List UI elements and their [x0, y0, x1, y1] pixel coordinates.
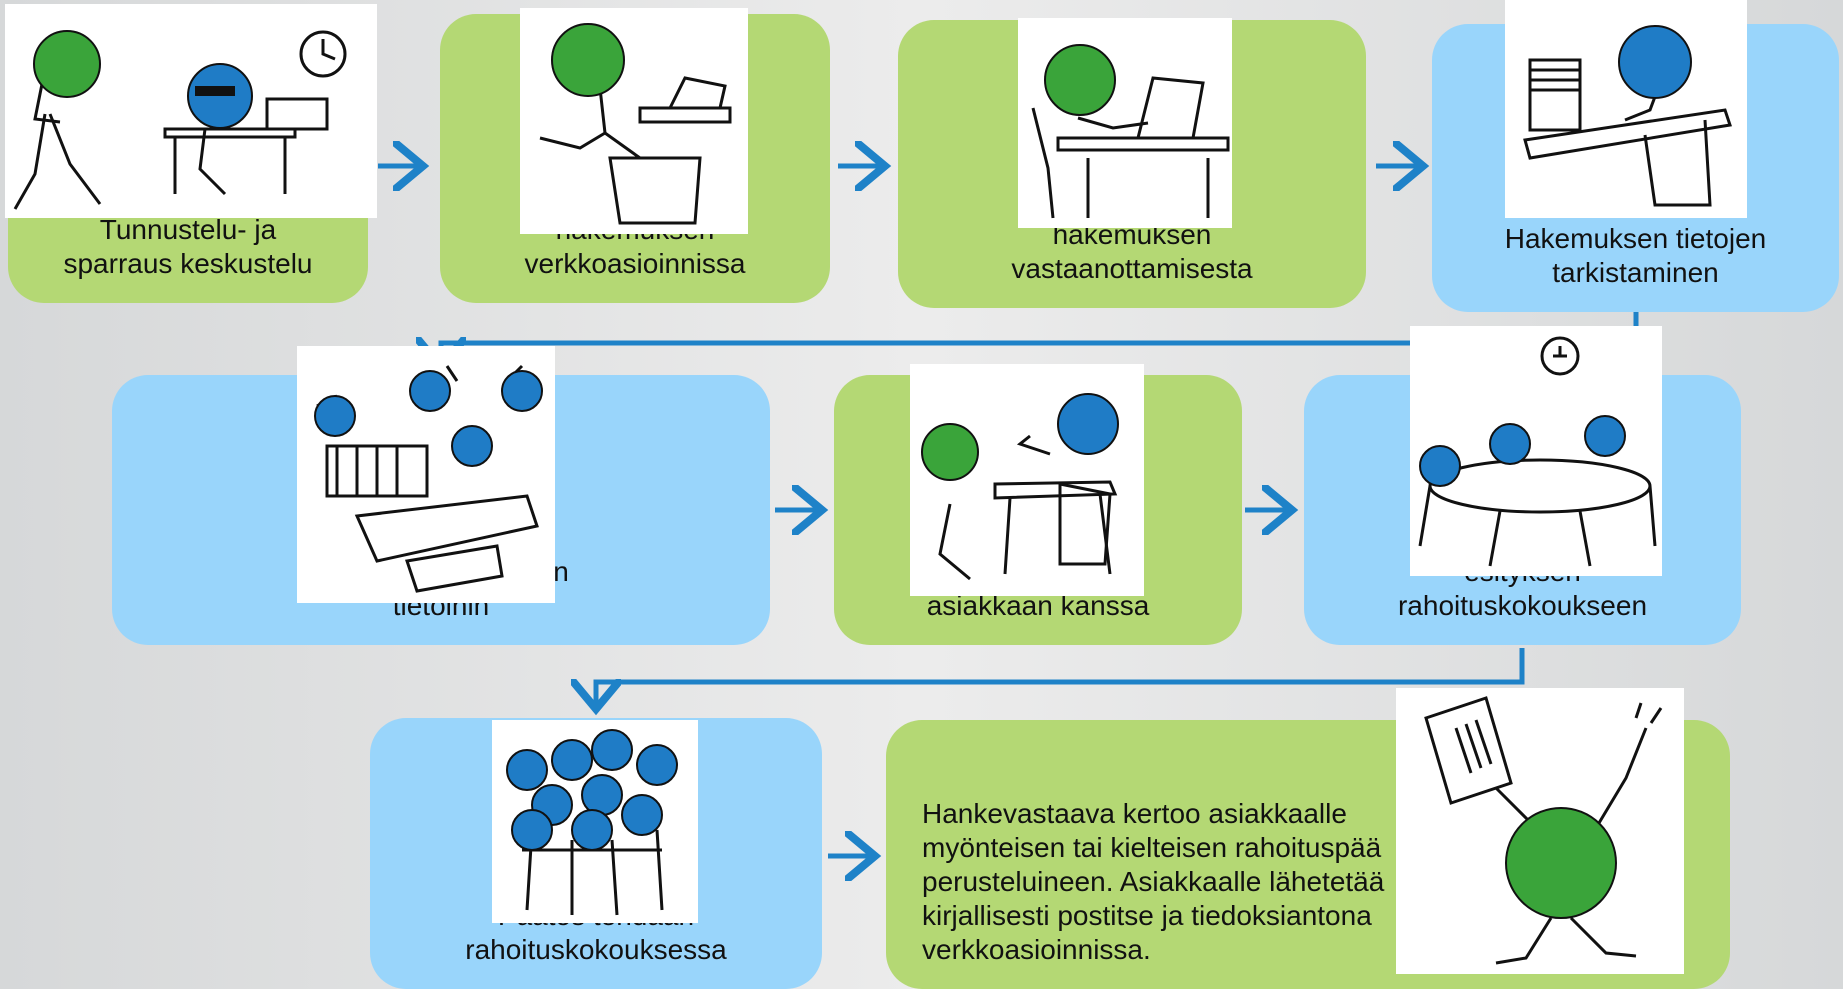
step-1-text: Tunnustelu- ja sparraus keskustelu [63, 214, 313, 279]
arrow-7-8 [596, 648, 1525, 704]
crowd-icon [492, 720, 698, 923]
negotiation-icon [910, 364, 1144, 596]
phone-call-icon [5, 4, 377, 218]
step-4-text: Hakemuksen tietojen tarkistaminen [1504, 223, 1767, 288]
meeting-table-icon [1410, 326, 1662, 576]
busy-team-icon [297, 346, 555, 603]
typing-user-icon [1018, 18, 1232, 228]
step-9-text: Hankevastaava kertoo asiakkaalle myöntei… [922, 798, 1385, 965]
paperwork-officer-icon [1505, 0, 1747, 218]
step-9-box: Hankevastaava kertoo asiakkaalle myöntei… [886, 720, 1730, 989]
laptop-user-icon [520, 8, 748, 234]
document-celebration-icon [1396, 688, 1684, 974]
